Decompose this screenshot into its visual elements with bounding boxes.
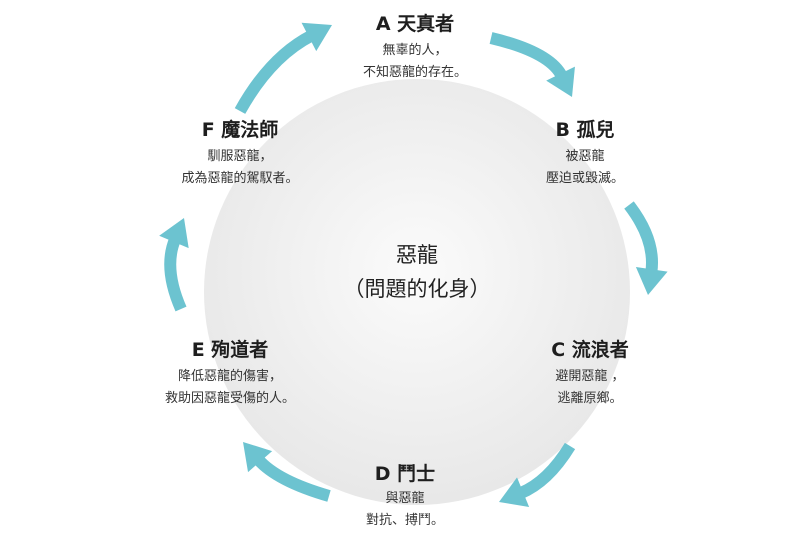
node-a-desc-1: 無辜的人， [382,43,448,58]
node-a-title: A 天真者 [375,13,455,35]
arrow-c-to-d-head [499,477,530,507]
node-f-desc-2: 成為惡龍的駕馭者。 [181,171,299,186]
node-e-martyr: E 殉道者 降低惡龍的傷害， 救助因惡龍受傷的人。 [140,338,320,410]
arrow-b-to-c-head [635,266,668,295]
node-d-warrior: D 鬥士 與惡龍 對抗、搏鬥。 [330,462,480,532]
arrow-b-to-c-shaft [624,201,658,274]
arrow-a-to-b-head [546,66,575,97]
node-c-desc-1: 避開惡龍 ， [555,369,625,384]
arrow-d-to-e-head [243,442,273,473]
node-e-desc-1: 降低惡龍的傷害， [177,369,282,384]
arrow-f-to-a-shaft [234,30,315,114]
arrow-f-to-a-head [301,22,332,52]
node-d-desc-2: 對抗、搏鬥。 [365,513,444,528]
arrow-e-to-f-head [159,218,189,249]
arrow-c-to-d-shaft [517,442,576,499]
node-b-title: B 孤兒 [555,119,615,141]
arrow-d-to-e-shaft [253,455,331,502]
node-f-title: F 魔法師 [201,119,279,141]
node-b-desc-2: 壓迫或毀滅。 [545,171,624,186]
node-e-desc-2: 救助因惡龍受傷的人。 [164,391,295,406]
node-e-title: E 殉道者 [191,339,269,361]
central-circle [204,79,630,505]
node-d-desc-1: 與惡龍 [385,491,425,506]
node-d-title: D 鬥士 [374,463,436,485]
center-title: 惡龍 [396,243,438,267]
node-b-orphan: B 孤兒 被惡龍 壓迫或毀滅。 [510,118,660,190]
node-c-desc-2: 逃離原鄉。 [557,391,623,406]
center-subtitle: （問題的化身） [343,277,491,301]
arrow-a-to-b-shaft [489,32,568,80]
node-a-innocent: A 天真者 無辜的人， 不知惡龍的存在。 [325,12,505,84]
node-f-desc-1: 馴服惡龍， [207,149,273,164]
node-a-desc-2: 不知惡龍的存在。 [362,65,467,80]
node-c-title: C 流浪者 [551,339,629,361]
node-b-desc-1: 被惡龍 [565,149,605,164]
node-c-wanderer: C 流浪者 避開惡龍 ， 逃離原鄉。 [515,338,665,410]
node-f-magician: F 魔法師 馴服惡龍， 成為惡龍的駕馭者。 [160,118,320,190]
center-label: 惡龍 （問題的化身） [317,238,517,306]
arrow-e-to-f-shaft [164,236,187,312]
